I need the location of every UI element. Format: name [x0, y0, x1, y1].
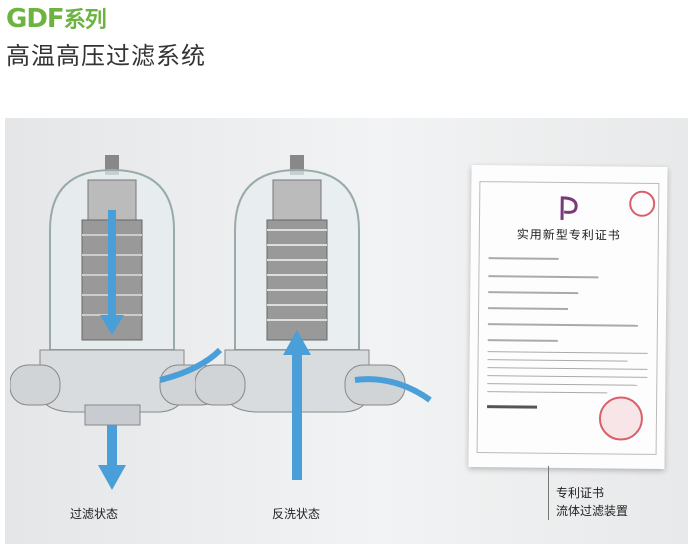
series-cn: 系列 [63, 8, 107, 33]
patent-certificate: 实用新型专利证书 [468, 164, 668, 470]
valve-caption: 反洗状态 [272, 507, 321, 521]
certificate-caption-1: 专利证书 [556, 486, 605, 500]
barcode [487, 405, 538, 409]
series-latin: GDF [6, 4, 65, 34]
valve-backwash-image [195, 155, 432, 480]
valve-filtering-image [10, 155, 223, 490]
series-title: GDF系列 [6, 2, 107, 34]
red-seal-large [598, 396, 644, 441]
red-seal-small [629, 190, 656, 217]
page-subtitle: 高温高压过滤系统 [6, 42, 206, 70]
leader-line [548, 466, 549, 520]
valve-caption: 过滤状态 [70, 507, 119, 521]
patent-logo [560, 196, 578, 220]
certificate-title: 实用新型专利证书 [516, 227, 621, 243]
certificate-caption-2: 流体过滤装置 [556, 504, 629, 518]
